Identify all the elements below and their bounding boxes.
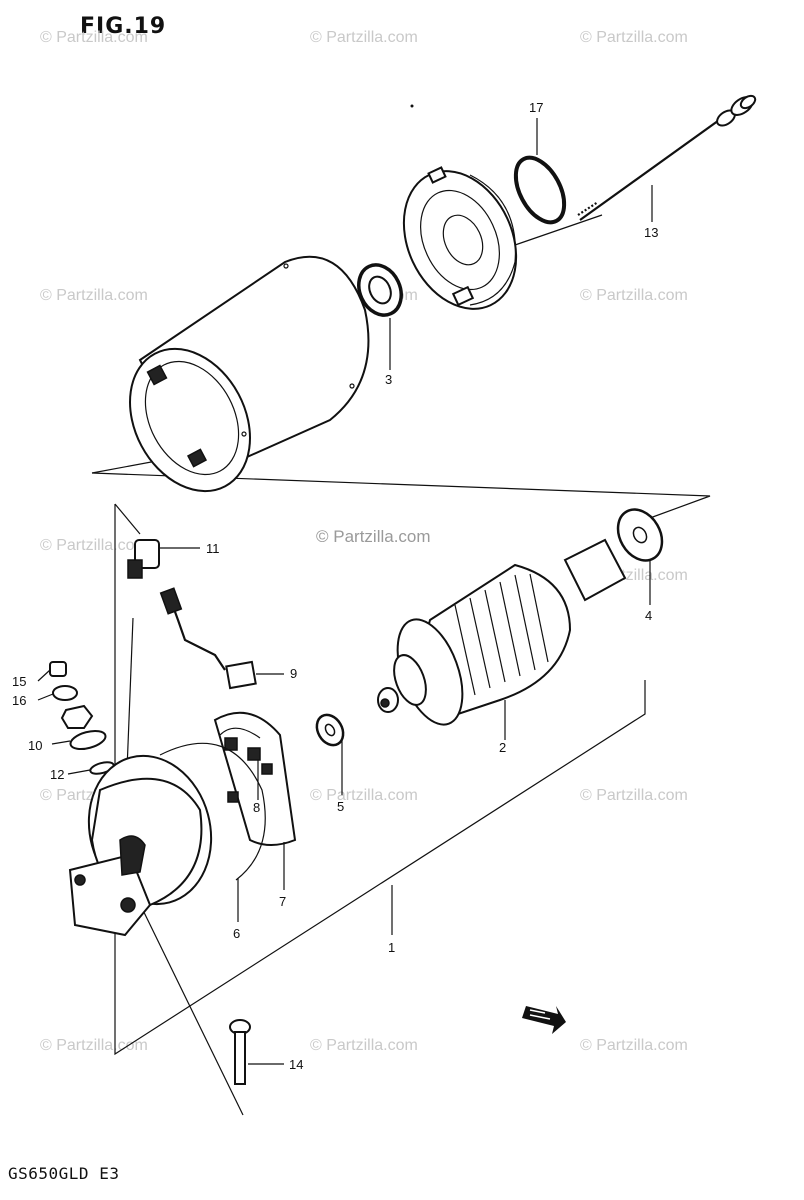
o-ring-17 (513, 155, 567, 225)
callout-16: 16 (12, 693, 26, 708)
callout-7: 7 (279, 894, 286, 909)
watermark: © Partzilla.com (310, 29, 418, 46)
callout-14: 14 (289, 1057, 303, 1072)
watermark: © Partzilla.com (40, 287, 148, 304)
callout-4: 4 (645, 608, 652, 623)
end-housing (402, 166, 518, 310)
speck (410, 104, 414, 108)
brush-plate-assembly (159, 711, 297, 881)
callout-15: 15 (12, 674, 26, 689)
small-hardware (49, 661, 115, 775)
nut-15 (49, 661, 67, 677)
o-ring-6 (159, 742, 266, 881)
callout-2: 2 (499, 740, 506, 755)
callout-9: 9 (290, 666, 297, 681)
callouts: 1 2 3 4 5 6 7 8 9 10 11 12 13 14 15 16 1… (12, 100, 658, 1072)
watermark: © Partzilla.com (580, 287, 688, 304)
watermark: © Partzilla.com (310, 787, 418, 804)
leader-lines (37, 118, 653, 1065)
callout-12: 12 (50, 767, 64, 782)
callout-13: 13 (644, 225, 658, 240)
yoke-housing (129, 255, 370, 493)
brush-holder-7 (213, 711, 297, 846)
callout-5: 5 (337, 799, 344, 814)
callout-10: 10 (28, 738, 42, 753)
callout-17: 17 (529, 100, 543, 115)
washer-16 (52, 685, 78, 701)
screw-14 (229, 1019, 251, 1085)
figure-title: FIG.19 (80, 14, 167, 39)
watermark: © Partzilla.com (580, 29, 688, 46)
callout-11: 11 (206, 541, 220, 556)
washer-5 (315, 713, 345, 747)
watermark: © Partzilla.com (40, 1037, 148, 1054)
washer-4 (616, 508, 664, 562)
through-bolt-13 (577, 94, 757, 221)
brush-9 (159, 587, 257, 690)
callout-6: 6 (233, 926, 240, 941)
watermark: © Partzilla.com (310, 1037, 418, 1054)
callout-3: 3 (385, 372, 392, 387)
callout-1: 1 (388, 940, 395, 955)
end-cover (68, 754, 213, 937)
watermark: © Partzilla.com (40, 29, 148, 46)
callout-8: 8 (253, 800, 260, 815)
forward-arrow-icon (522, 1006, 566, 1034)
armature-2 (377, 538, 627, 726)
watermark: © Partzilla.com (580, 1037, 688, 1054)
model-code: GS650GLD E3 (8, 1164, 120, 1183)
watermark: © Partzilla.com (580, 787, 688, 804)
watermark-featured: © Partzilla.com (316, 527, 431, 546)
clip-11 (127, 539, 160, 579)
watermark: © Partzilla.com (40, 537, 148, 554)
washer-10 (69, 729, 107, 751)
seal-3 (357, 263, 403, 317)
nut (60, 704, 94, 729)
